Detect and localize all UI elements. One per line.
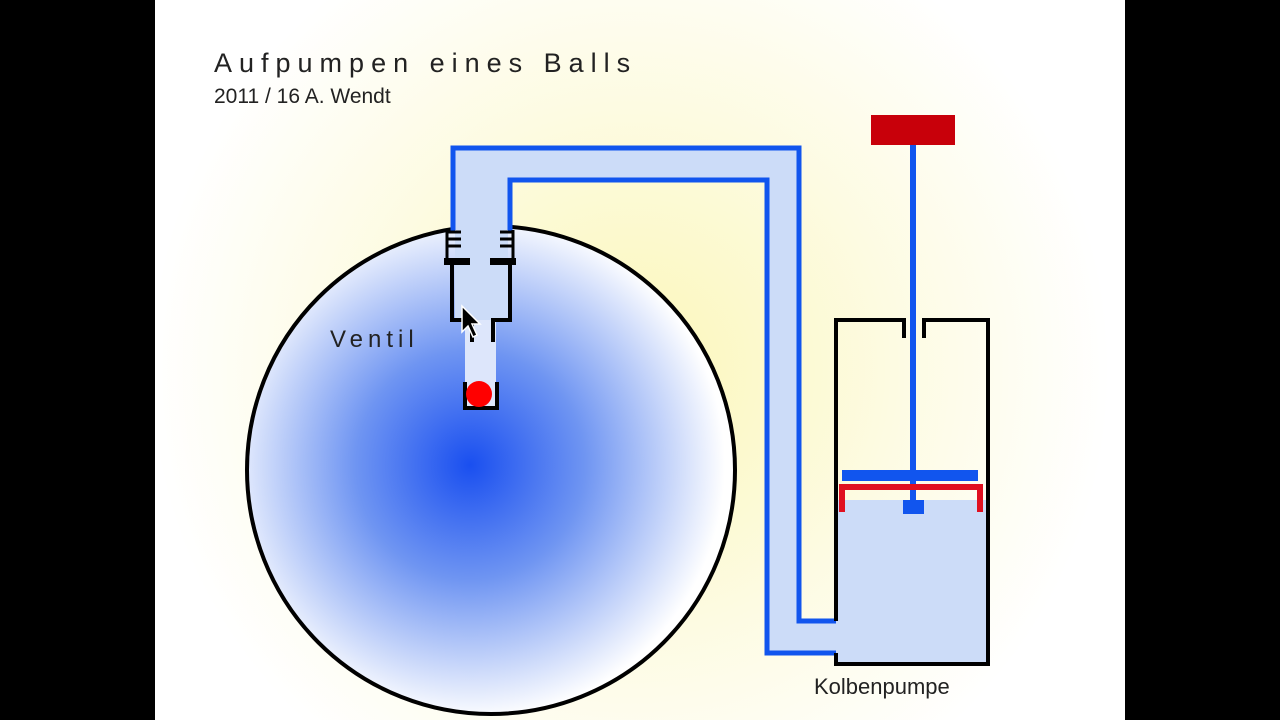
pump-cylinder-outline: [834, 318, 906, 621]
diagram-title: Aufpumpen eines Balls: [214, 48, 637, 78]
valve-check-ball: [466, 381, 492, 407]
piston-rod: [910, 140, 916, 505]
valve-check-chamber: [463, 382, 499, 410]
pump-label: Kolbenpumpe: [814, 674, 950, 699]
mouse-pointer-icon: [461, 304, 482, 339]
piston-rod-foot: [903, 500, 924, 514]
valve-body-outline-right: [491, 262, 512, 342]
valve-thread-left: [445, 230, 461, 260]
pump-handle: [871, 115, 955, 145]
tube-outer-wall: [450, 145, 836, 624]
valve-thread-right: [500, 230, 515, 260]
valve-air-channel: [455, 230, 508, 320]
valve-label: Ventil: [330, 326, 419, 353]
pump-cylinder-outline-right: [834, 318, 990, 666]
piston-pump: [834, 115, 990, 666]
pump-air-chamber: [836, 500, 986, 664]
diagram-subtitle: 2011 / 16 A. Wendt: [214, 85, 391, 108]
piston-seal: [839, 484, 983, 512]
valve-collar-left: [444, 258, 470, 265]
valve-collar-right: [490, 258, 516, 265]
piston-plate: [842, 470, 978, 481]
tube-inner-wall: [507, 177, 836, 656]
